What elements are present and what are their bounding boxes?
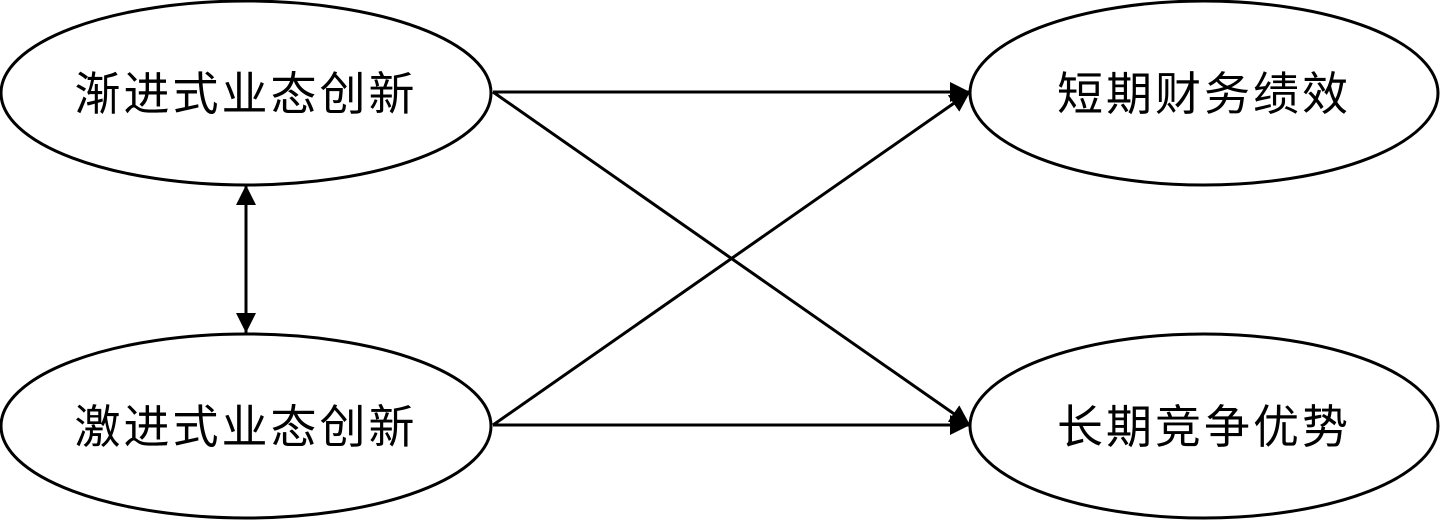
node-short-term-performance: 短期财务绩效	[968, 0, 1440, 187]
node-label-long-term-advantage: 长期竞争优势	[1057, 400, 1351, 454]
node-incremental-innovation: 渐进式业态创新	[0, 0, 493, 187]
node-ellipse	[968, 332, 1440, 520]
node-ellipse	[0, 332, 493, 520]
node-label-incremental-innovation: 渐进式业态创新	[75, 67, 418, 121]
node-label-short-term-performance: 短期财务绩效	[1057, 67, 1351, 121]
node-long-term-advantage: 长期竞争优势	[968, 332, 1440, 520]
edge-radical-to-short-term	[492, 90, 971, 427]
node-radical-innovation: 激进式业态创新	[0, 332, 493, 520]
node-ellipse	[0, 0, 493, 187]
node-label-radical-innovation: 激进式业态创新	[75, 400, 418, 454]
node-ellipse	[968, 0, 1440, 187]
edges	[236, 82, 971, 435]
